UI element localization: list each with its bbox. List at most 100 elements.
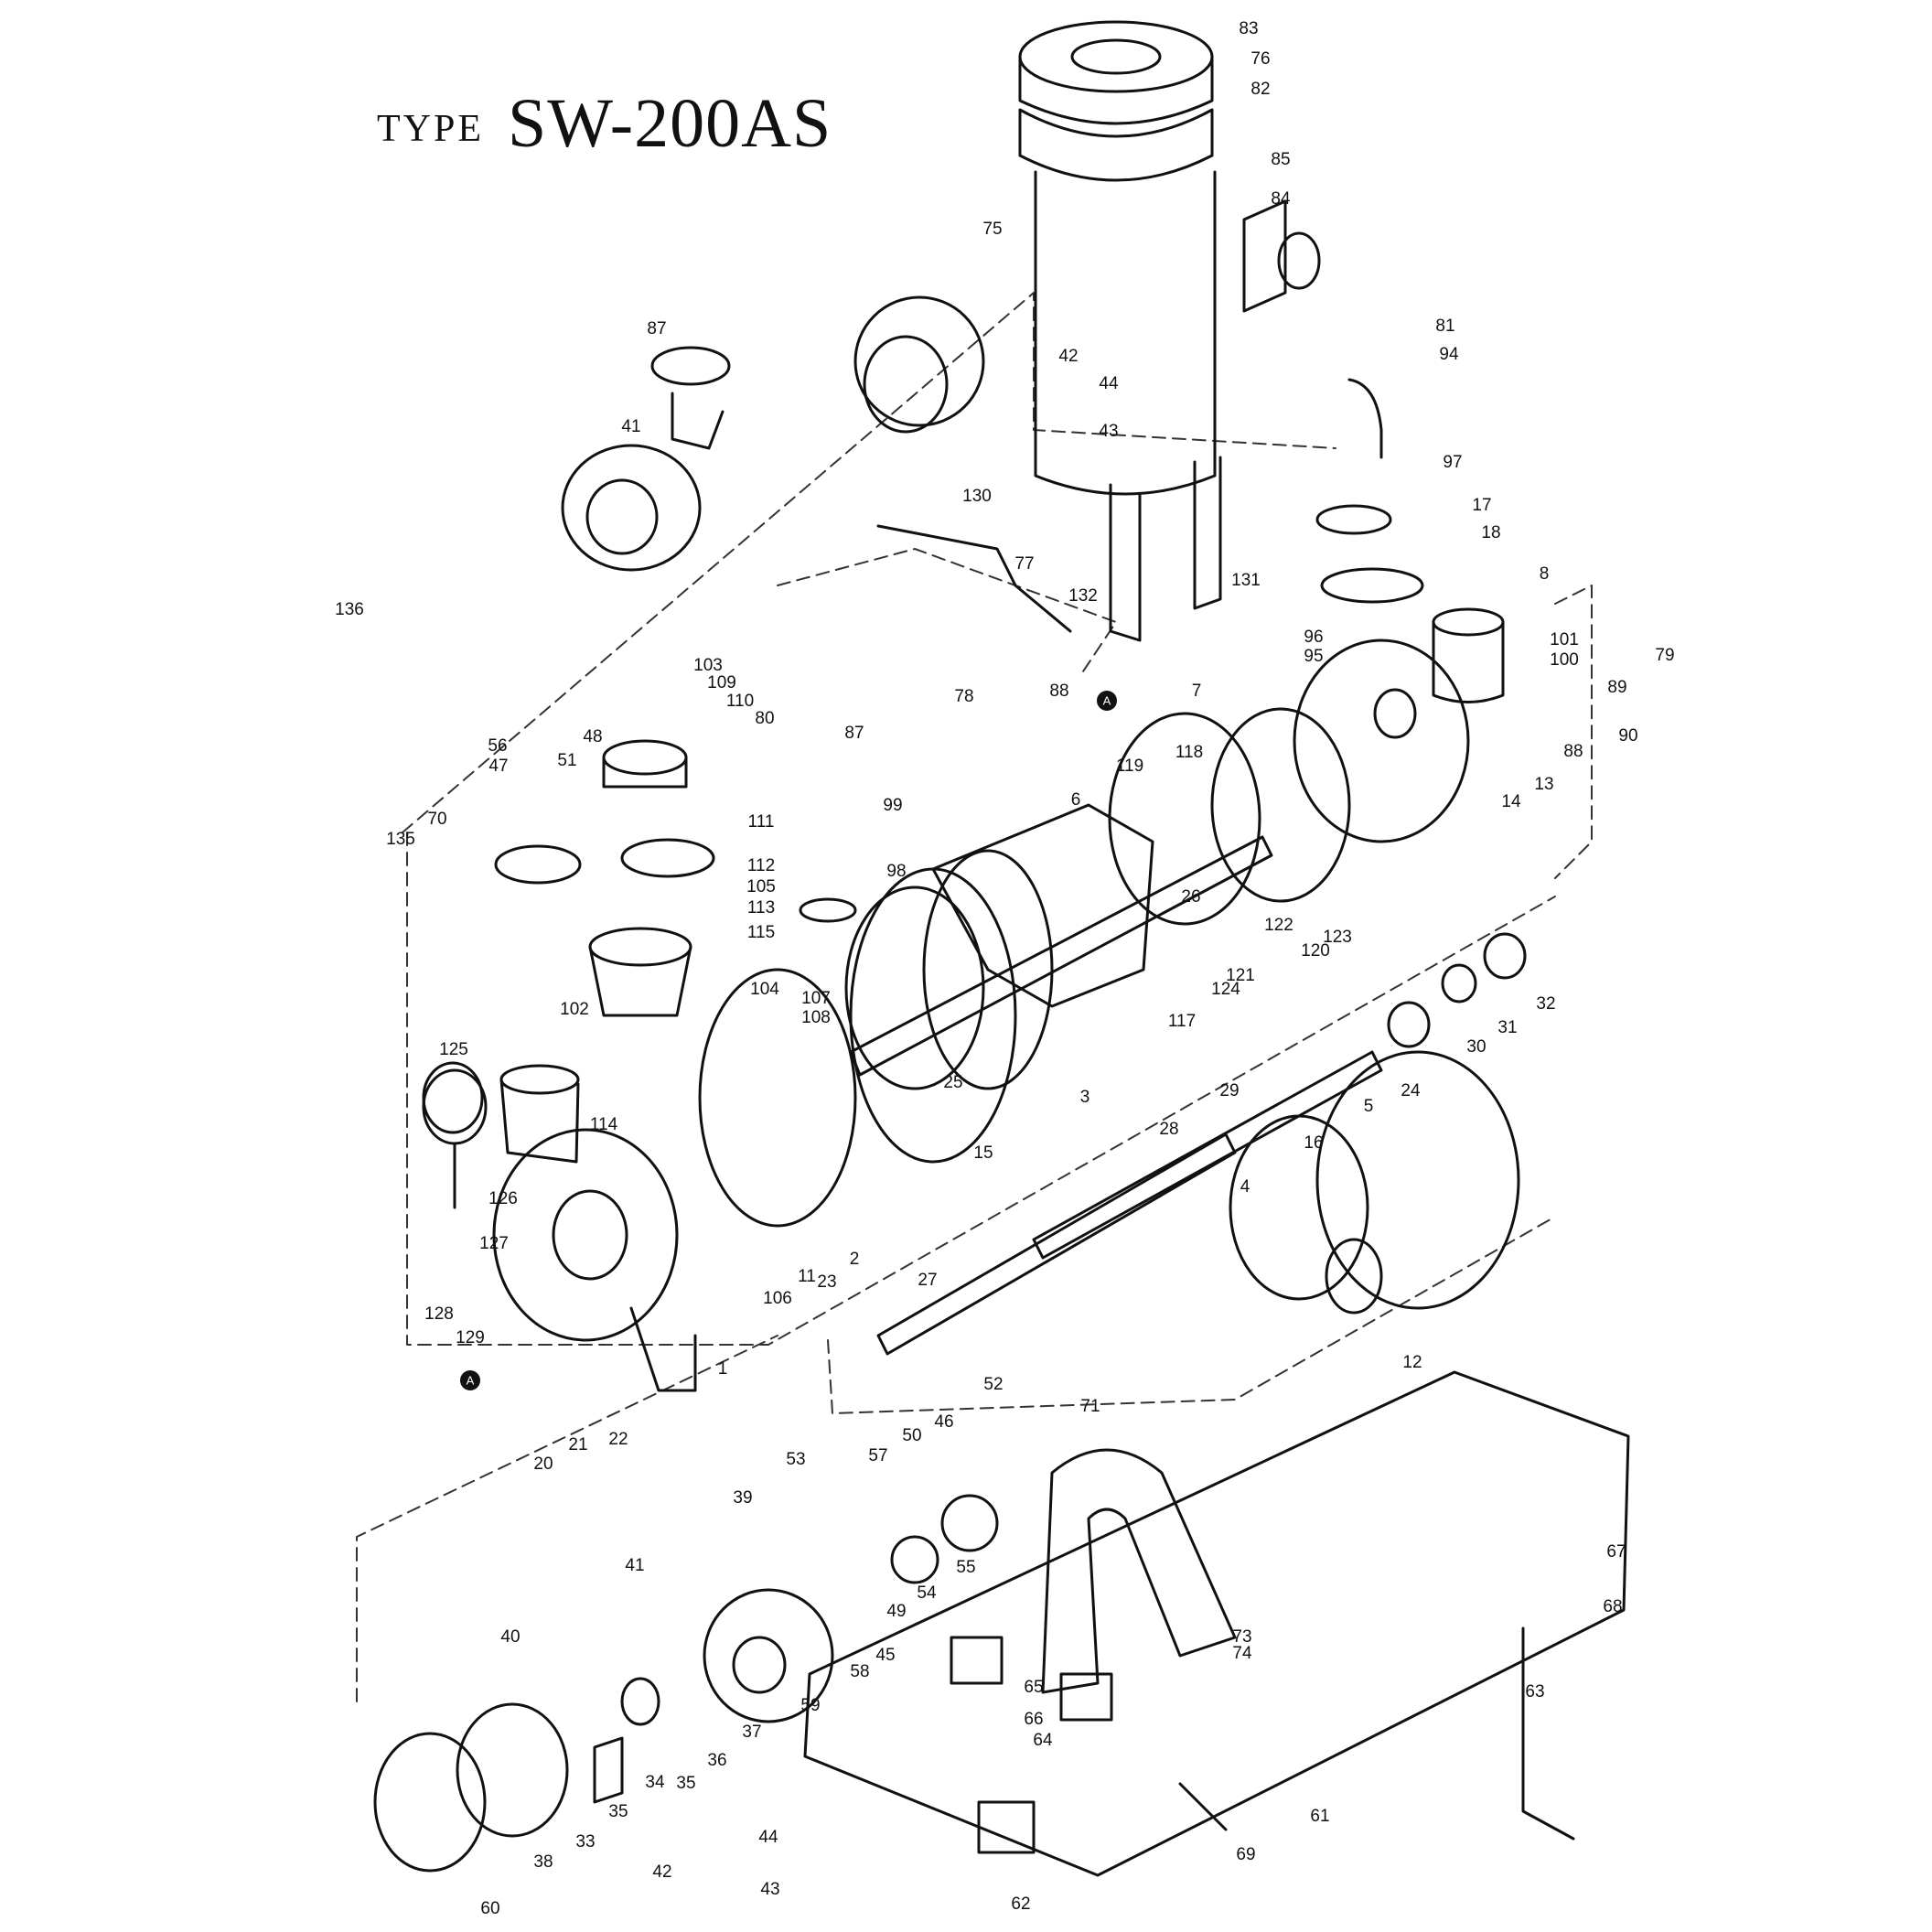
part-label-52: 52 [983, 1375, 1003, 1394]
part-label-99: 99 [883, 796, 902, 815]
part-label-128: 128 [424, 1304, 454, 1324]
part-label-57: 57 [868, 1446, 887, 1465]
part-label-21: 21 [568, 1435, 587, 1454]
part-label-68: 68 [1603, 1597, 1622, 1616]
part-label-36: 36 [707, 1751, 726, 1770]
part-label-55: 55 [956, 1558, 975, 1577]
part-label-87: 87 [844, 724, 864, 743]
part-label-94: 94 [1439, 345, 1459, 364]
connector-marker-a: A [1097, 691, 1117, 711]
part-label-123: 123 [1323, 928, 1352, 947]
part-label-17: 17 [1472, 496, 1491, 515]
part-label-66: 66 [1024, 1710, 1043, 1729]
part-label-18: 18 [1481, 523, 1500, 542]
part-label-45: 45 [875, 1646, 895, 1665]
part-label-22: 22 [608, 1430, 628, 1449]
part-label-13: 13 [1534, 775, 1553, 794]
part-label-131: 131 [1231, 571, 1261, 590]
part-label-71: 71 [1080, 1397, 1100, 1416]
part-label-14: 14 [1501, 792, 1521, 811]
part-label-50: 50 [902, 1426, 921, 1445]
part-label-12: 12 [1402, 1353, 1422, 1372]
part-label-118: 118 [1175, 743, 1203, 762]
svg-text:A: A [467, 1373, 475, 1387]
part-label-20: 20 [533, 1454, 553, 1474]
part-label-80: 80 [755, 709, 774, 728]
part-label-107: 107 [801, 989, 831, 1008]
part-label-96: 96 [1304, 628, 1323, 647]
pump-housing-left [422, 1061, 697, 1392]
part-label-53: 53 [786, 1450, 805, 1469]
part-label-87: 87 [647, 319, 666, 338]
title-prefix: TYPE [377, 108, 484, 150]
part-label-126: 126 [488, 1189, 518, 1208]
part-label-40: 40 [500, 1627, 520, 1647]
part-label-102: 102 [560, 1000, 589, 1019]
base-frame [803, 1370, 1630, 1877]
part-label-119: 119 [1116, 757, 1143, 776]
part-label-75: 75 [982, 220, 1002, 239]
part-label-49: 49 [886, 1602, 906, 1621]
part-label-61: 61 [1310, 1807, 1329, 1826]
part-label-43: 43 [760, 1880, 779, 1899]
part-label-28: 28 [1159, 1120, 1178, 1139]
part-label-44: 44 [1099, 374, 1119, 393]
part-label-76: 76 [1250, 49, 1270, 69]
part-label-106: 106 [763, 1289, 792, 1308]
part-label-89: 89 [1607, 678, 1626, 697]
part-label-3: 3 [1080, 1088, 1090, 1107]
part-label-37: 37 [742, 1723, 761, 1742]
part-label-47: 47 [488, 757, 508, 776]
part-label-129: 129 [456, 1328, 485, 1347]
part-label-11: 11 [798, 1267, 816, 1286]
part-label-117: 117 [1168, 1012, 1196, 1031]
part-label-58: 58 [850, 1662, 869, 1681]
part-label-60: 60 [480, 1899, 499, 1918]
part-label-127: 127 [479, 1234, 509, 1253]
part-label-42: 42 [1058, 347, 1078, 366]
part-label-105: 105 [746, 877, 776, 896]
part-label-130: 130 [962, 487, 992, 506]
part-label-8: 8 [1540, 564, 1550, 584]
part-label-79: 79 [1655, 646, 1674, 665]
part-label-84: 84 [1271, 189, 1291, 209]
part-label-114: 114 [590, 1115, 618, 1134]
part-label-115: 115 [747, 923, 775, 942]
part-label-85: 85 [1271, 150, 1290, 169]
part-label-108: 108 [801, 1008, 831, 1027]
part-label-70: 70 [427, 810, 446, 829]
part-label-97: 97 [1443, 453, 1462, 472]
part-label-88: 88 [1563, 742, 1583, 761]
part-label-83: 83 [1239, 19, 1258, 38]
part-label-15: 15 [973, 1143, 993, 1163]
part-label-103: 103 [693, 656, 723, 675]
part-label-95: 95 [1304, 647, 1323, 666]
part-label-110: 110 [726, 692, 754, 711]
part-label-101: 101 [1550, 630, 1579, 649]
part-label-111: 111 [748, 812, 775, 832]
part-label-67: 67 [1606, 1542, 1626, 1562]
part-label-43: 43 [1099, 422, 1118, 441]
separator-tank [1018, 20, 1321, 642]
part-label-42: 42 [652, 1862, 671, 1882]
svg-text:A: A [1103, 693, 1111, 707]
part-label-34: 34 [645, 1773, 665, 1792]
part-label-23: 23 [817, 1272, 836, 1292]
part-label-16: 16 [1304, 1133, 1323, 1153]
part-label-39: 39 [733, 1488, 752, 1508]
part-label-24: 24 [1401, 1081, 1421, 1100]
part-label-32: 32 [1536, 994, 1555, 1014]
part-label-113: 113 [747, 898, 775, 918]
part-label-100: 100 [1550, 650, 1579, 670]
part-label-4: 4 [1240, 1177, 1250, 1197]
part-label-112: 112 [747, 856, 775, 875]
part-label-109: 109 [707, 673, 736, 692]
part-label-5: 5 [1364, 1097, 1374, 1116]
part-label-27: 27 [918, 1271, 937, 1290]
part-label-25: 25 [943, 1073, 962, 1092]
part-label-136: 136 [335, 600, 364, 619]
part-label-59: 59 [800, 1696, 820, 1715]
part-label-62: 62 [1011, 1894, 1030, 1914]
part-label-65: 65 [1024, 1678, 1043, 1697]
